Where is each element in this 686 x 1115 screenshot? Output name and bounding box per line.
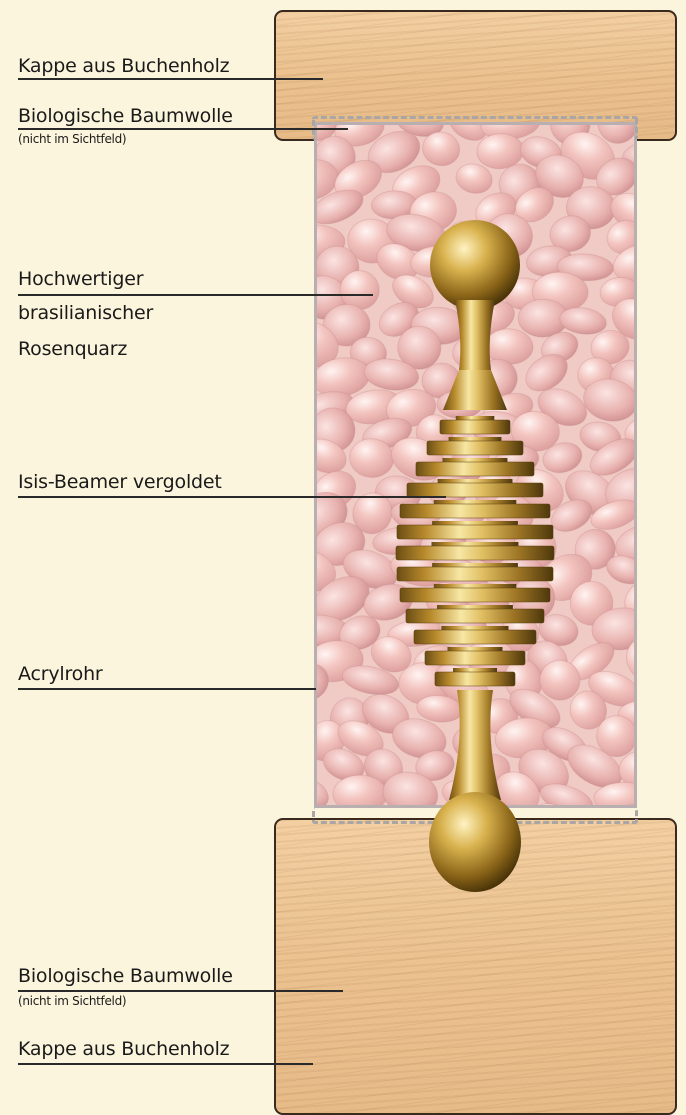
beamer-ring xyxy=(435,672,515,686)
leader-top-cap xyxy=(18,78,323,80)
beamer-ring xyxy=(397,567,553,581)
leader-bottom-cap xyxy=(18,1063,313,1065)
label-top-cap: Kappe aus Buchenholz xyxy=(18,54,229,78)
label-quartz-3: Rosenquarz xyxy=(18,334,127,364)
label-quartz-1: Hochwertiger xyxy=(18,264,143,294)
beamer-ring xyxy=(440,420,510,434)
beamer-ring xyxy=(397,525,553,539)
beamer-ring xyxy=(425,651,525,665)
beamer-ring xyxy=(406,609,544,623)
label-top-cotton-note: (nicht im Sichtfeld) xyxy=(18,132,126,146)
leader-tube xyxy=(18,688,316,690)
label-bottom-cap: Kappe aus Buchenholz xyxy=(18,1037,229,1061)
label-top-cotton: Biologische Baumwolle xyxy=(18,104,233,128)
beamer-ring xyxy=(396,546,554,560)
beamer-ring xyxy=(416,462,534,476)
beamer-ring xyxy=(400,588,550,602)
beamer-ring xyxy=(414,630,536,644)
leader-beamer xyxy=(18,496,446,498)
beamer-ring xyxy=(407,483,543,497)
leader-quartz xyxy=(18,294,373,296)
leader-bottom-cotton xyxy=(18,990,343,992)
leader-top-cotton xyxy=(18,128,348,130)
top-cotton-outline xyxy=(312,116,638,140)
label-quartz-2: brasilianischer xyxy=(18,298,153,328)
beamer-ring xyxy=(427,441,523,455)
label-bottom-cotton: Biologische Baumwolle xyxy=(18,964,233,988)
isis-beamer xyxy=(385,220,565,910)
label-bottom-cotton-note: (nicht im Sichtfeld) xyxy=(18,994,126,1008)
label-tube: Acrylrohr xyxy=(18,662,103,686)
beamer-ring xyxy=(400,504,550,518)
label-beamer: Isis-Beamer vergoldet xyxy=(18,470,222,494)
